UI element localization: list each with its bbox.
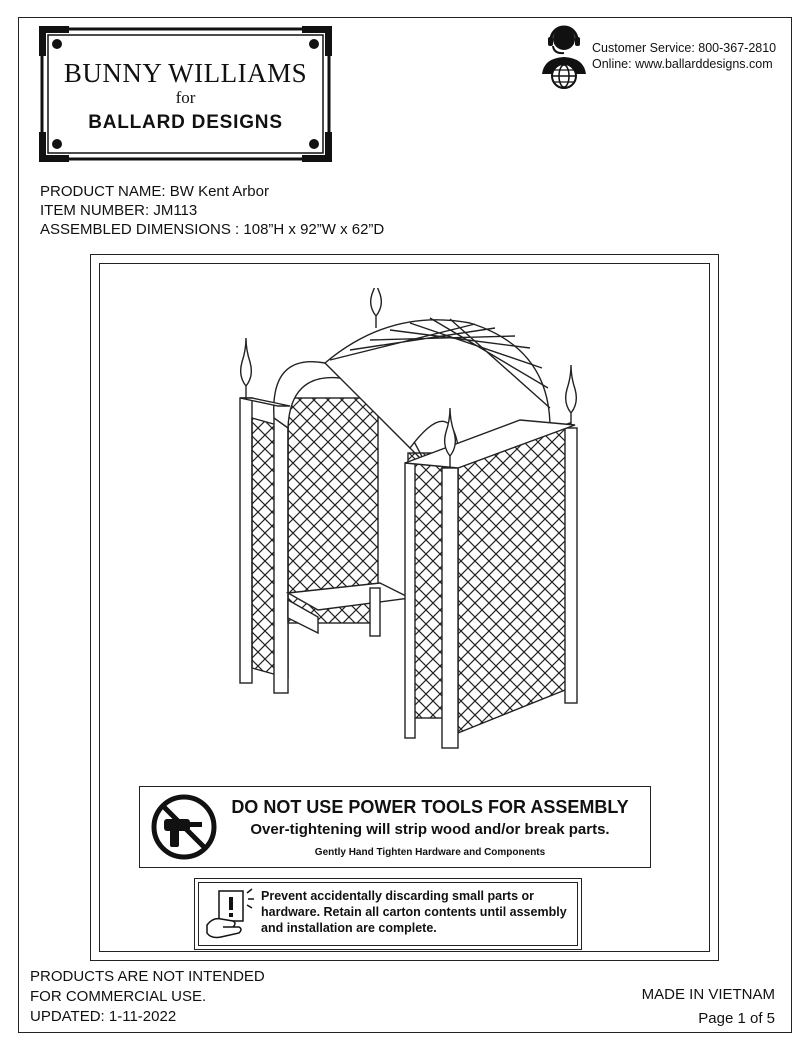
support-headset-globe-icon (542, 25, 586, 89)
product-name: PRODUCT NAME: BW Kent Arbor (40, 183, 269, 200)
brand-company: BALLARD DESIGNS (88, 112, 283, 133)
warning-note: Gently Hand Tighten Hardware and Compone… (314, 847, 546, 858)
updated-date: UPDATED: 1-11-2022 (30, 1008, 177, 1025)
hand-card-alert-icon (206, 888, 254, 939)
assembled-dimensions: ASSEMBLED DIMENSIONS : 108”H x 92”W x 62… (40, 221, 385, 238)
page-number: Page 1 of 5 (698, 1010, 775, 1027)
brand-name: BUNNY WILLIAMS (63, 58, 308, 88)
footer-left: PRODUCTS ARE NOT INTENDED FOR COMMERCIAL… (30, 967, 265, 1027)
illustration-frame-inner (99, 263, 710, 952)
warning-subline: Over-tightening will strip wood and/or b… (250, 821, 610, 838)
customer-service-phone: Customer Service: 800-367-2810 (592, 41, 777, 55)
page-border (18, 17, 792, 1033)
product-info: PRODUCT NAME: BW Kent Arbor ITEM NUMBER:… (40, 182, 384, 239)
notice-inner-border (198, 882, 578, 946)
arbor-bench-drawing (230, 281, 590, 758)
illustration-frame-outer (90, 254, 719, 961)
made-in: MADE IN VIETNAM (641, 986, 775, 1003)
small-parts-notice: Prevent accidentally discarding small pa… (194, 878, 582, 950)
commercial-use-line1: PRODUCTS ARE NOT INTENDED (30, 968, 265, 985)
power-tool-warning: DO NOT USE POWER TOOLS FOR ASSEMBLY Over… (139, 786, 651, 868)
commercial-use-line2: FOR COMMERCIAL USE. (30, 988, 207, 1005)
brand-for: for (175, 88, 196, 107)
brand-logo: BUNNY WILLIAMS for BALLARD DESIGNS (37, 24, 334, 164)
customer-service: Customer Service: 800-367-2810 Online: w… (540, 24, 785, 94)
footer-right: MADE IN VIETNAM Page 1 of 5 (642, 983, 775, 1031)
no-power-drill-icon (151, 794, 217, 860)
item-number: ITEM NUMBER: JM113 (40, 202, 198, 219)
warning-headline: DO NOT USE POWER TOOLS FOR ASSEMBLY (231, 797, 629, 817)
customer-service-website[interactable]: Online: www.ballarddesigns.com (592, 57, 773, 71)
logo-frame (39, 26, 332, 162)
notice-text: Prevent accidentally discarding small pa… (261, 889, 567, 935)
